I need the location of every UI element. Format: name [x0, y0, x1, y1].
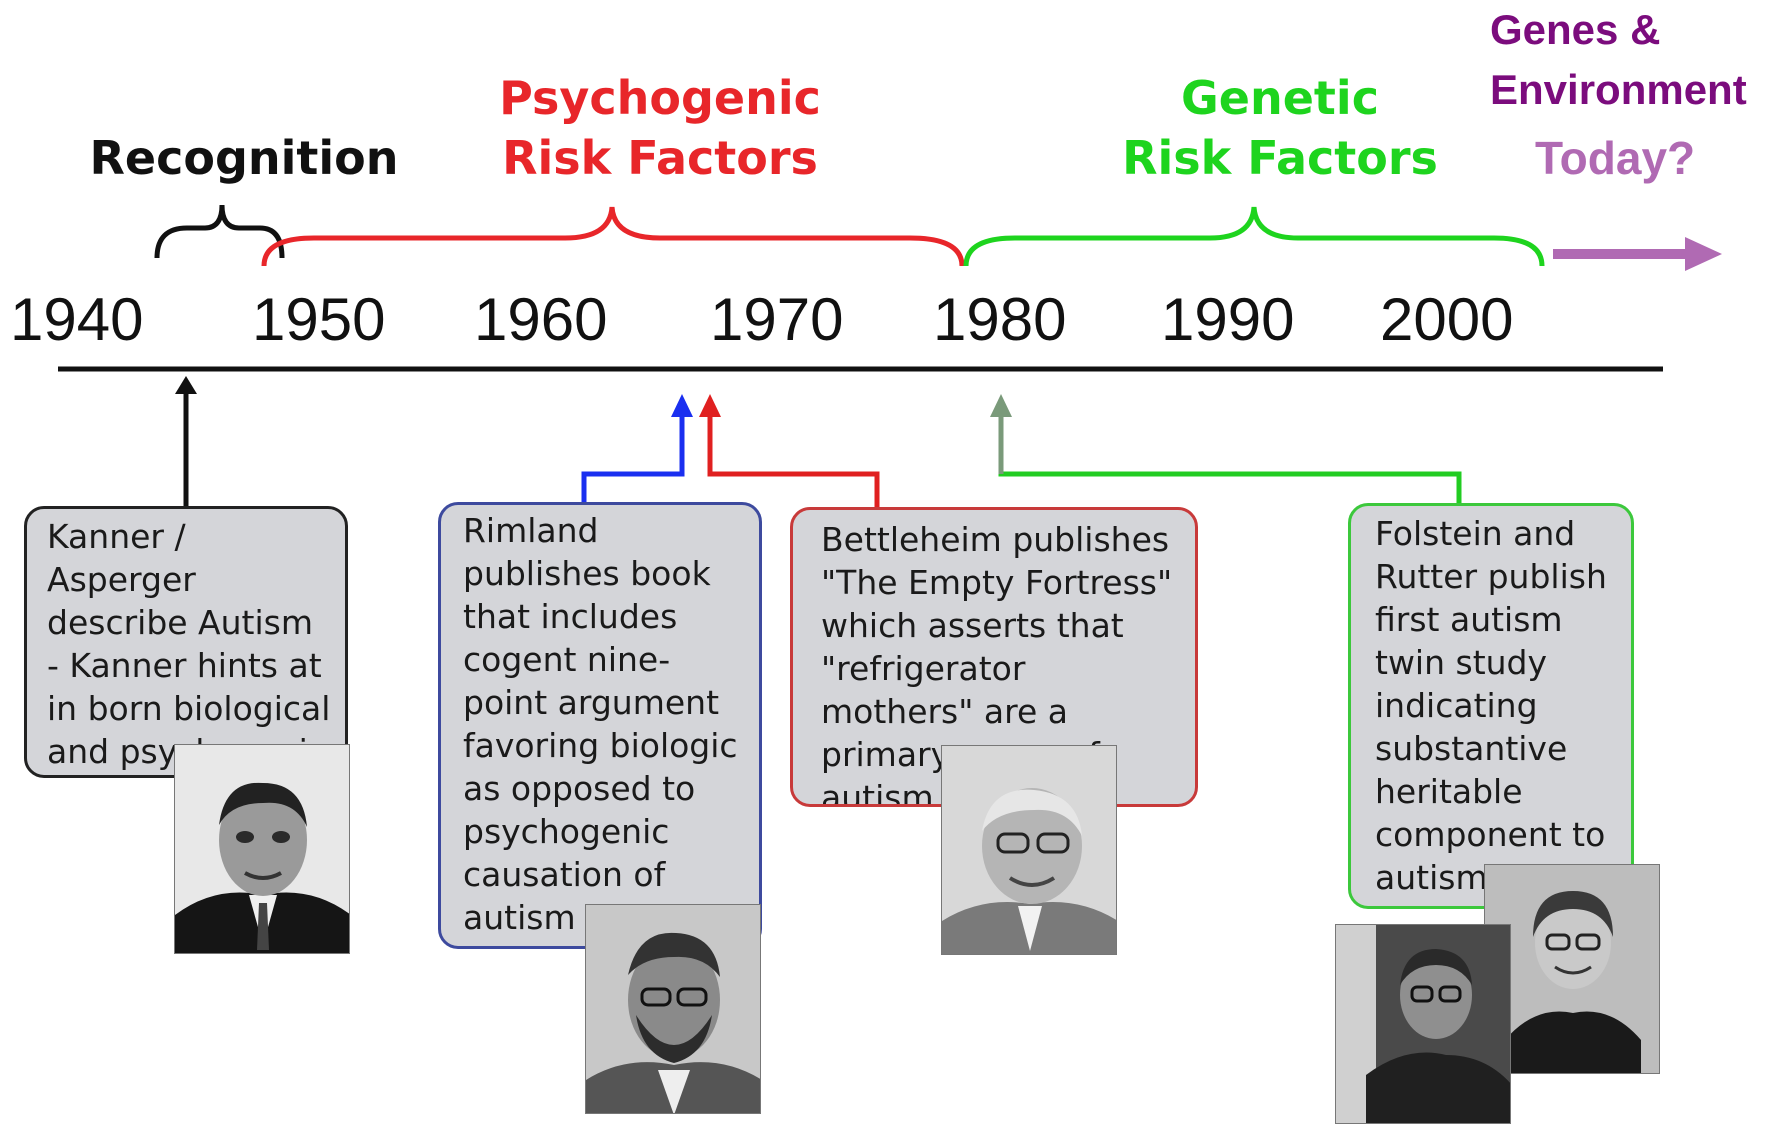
year-2000: 2000 — [1380, 286, 1514, 353]
recognition-brace — [154, 204, 285, 259]
bettelheim-event-box: Bettleheim publishes "The Empty Fortress… — [790, 507, 1198, 807]
today-arrow — [1553, 237, 1722, 271]
kanner-event-text: Kanner / Asperger describe Autism - Kann… — [47, 517, 331, 771]
genetic-label: Genetic Risk Factors — [1080, 68, 1480, 188]
rimland-event-box: Rimland publishes book that includes cog… — [438, 502, 762, 949]
genetic-label-line2: Risk Factors — [1122, 131, 1438, 185]
genetic-brace — [963, 206, 1545, 267]
year-1960: 1960 — [474, 286, 608, 353]
genes-environment-label: Genes & Environment — [1490, 0, 1771, 120]
bettelheim-connector — [699, 394, 880, 507]
year-1990: 1990 — [1161, 286, 1295, 353]
rimland-photo — [585, 904, 761, 1114]
genetic-label-line1: Genetic — [1181, 71, 1379, 125]
psychogenic-label-line1: Psychogenic — [499, 71, 821, 125]
year-1940: 1940 — [10, 286, 144, 353]
recognition-label: Recognition — [89, 131, 399, 185]
today-label: Today? — [1535, 132, 1696, 184]
year-1970: 1970 — [710, 286, 844, 353]
folstein-event-text: Folstein and Rutter publish first autism… — [1375, 514, 1607, 897]
folstein-event-box: Folstein and Rutter publish first autism… — [1348, 503, 1634, 909]
rutter-photo — [1335, 924, 1511, 1124]
kanner-event-box: Kanner / Asperger describe Autism - Kann… — [24, 506, 348, 778]
rimland-event-text: Rimland publishes book that includes cog… — [463, 511, 738, 937]
bettelheim-photo — [941, 745, 1117, 955]
folstein-photo — [1484, 864, 1660, 1074]
year-1950: 1950 — [252, 286, 386, 353]
year-1980: 1980 — [933, 286, 1067, 353]
kanner-photo — [174, 744, 350, 954]
folstein-connector — [990, 394, 1462, 507]
kanner-connector — [175, 376, 197, 507]
genes-environment-line1: Genes & — [1490, 6, 1661, 53]
psychogenic-label-line2: Risk Factors — [502, 131, 818, 185]
genes-environment-line2: Environment — [1490, 66, 1747, 113]
psychogenic-brace — [261, 206, 965, 267]
bettelheim-event-text: Bettleheim publishes "The Empty Fortress… — [821, 520, 1173, 807]
psychogenic-label: Psychogenic Risk Factors — [460, 68, 860, 188]
rimland-connector — [581, 394, 693, 503]
